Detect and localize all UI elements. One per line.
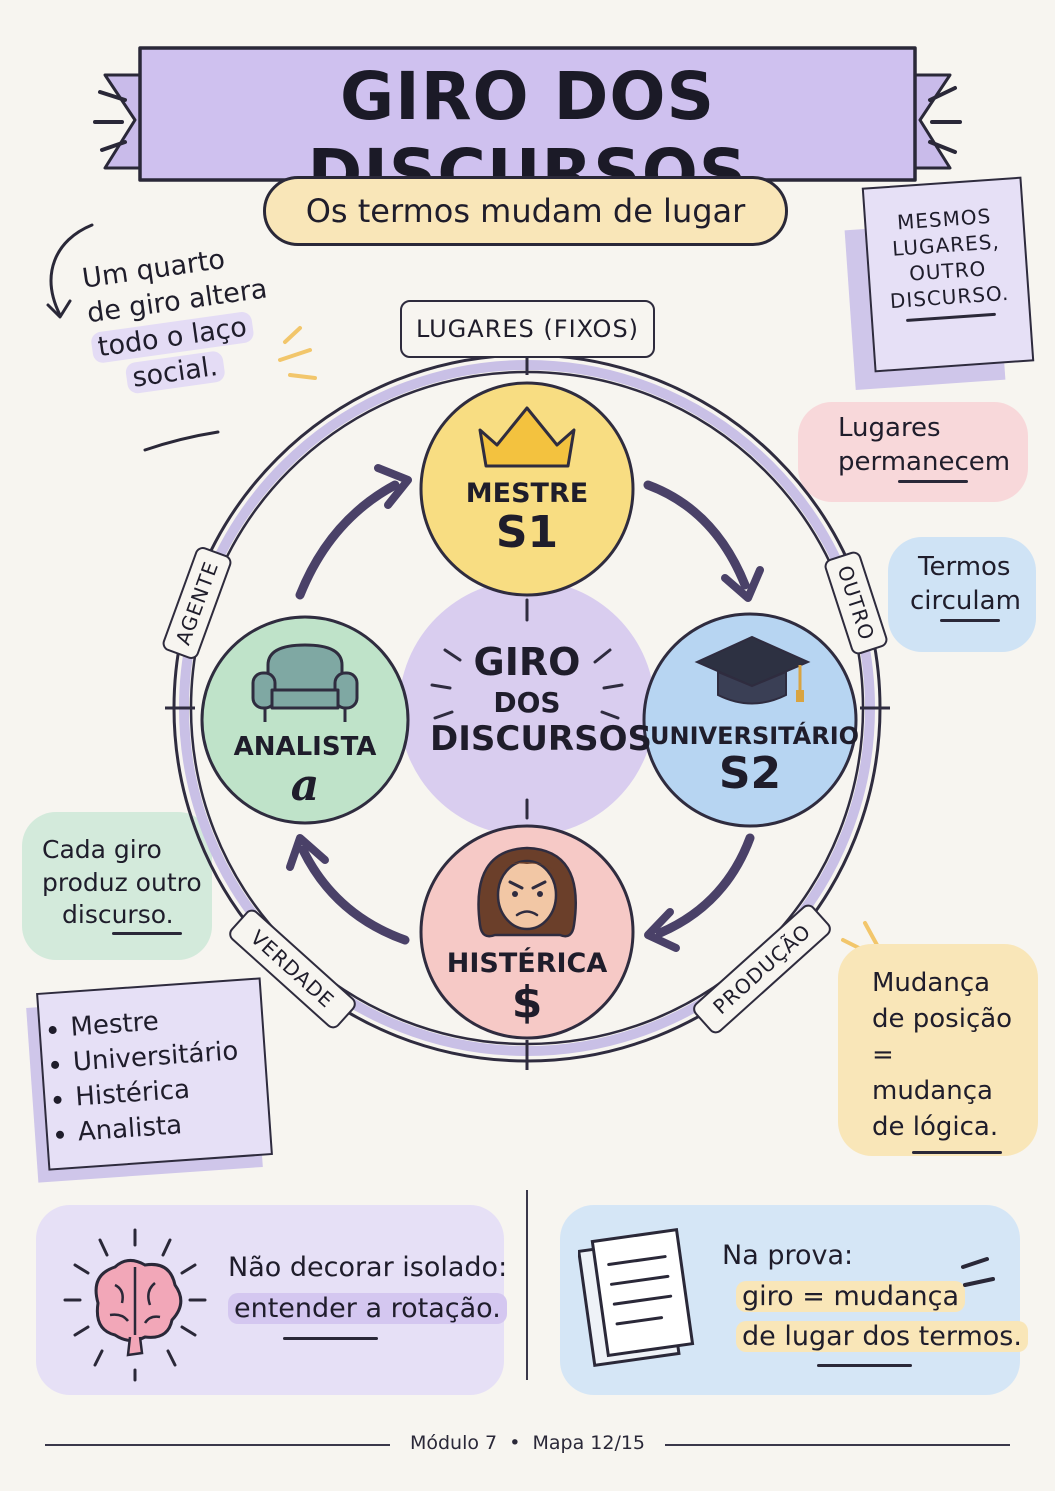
analyst-circle bbox=[200, 615, 410, 825]
document-icon bbox=[578, 1228, 695, 1367]
footer-line-right bbox=[665, 1444, 1010, 1446]
armchair-icon bbox=[251, 643, 359, 722]
spark-icon bbox=[961, 1257, 995, 1287]
tip-rotation-text: Não decorar isolado: entender a rotação. bbox=[228, 1248, 507, 1340]
discourse-wheel bbox=[165, 345, 890, 1070]
node-analyst: ANALISTA a bbox=[233, 732, 377, 811]
node-university: UNIVERSITÁRIO S2 bbox=[650, 722, 860, 799]
curved-arrow-icon bbox=[46, 223, 94, 319]
note-places-remain: Lugares permanecem bbox=[798, 402, 1028, 502]
center-label: GIRO DOS DISCURSOS bbox=[430, 640, 652, 760]
note-position-change: Mudança de posição = mudança de lógica. bbox=[838, 944, 1038, 1156]
spark-icon bbox=[143, 326, 317, 452]
brain-icon bbox=[63, 1228, 207, 1382]
footer-module: Módulo 7 • Mapa 12/15 bbox=[409, 1432, 646, 1454]
node-master: MESTRE S1 bbox=[465, 478, 589, 558]
footer-line-left bbox=[45, 1444, 390, 1446]
center-circle bbox=[399, 580, 655, 836]
node-hysteric: HISTÉRICA $ bbox=[446, 948, 608, 1028]
note-terms-circulate: Termos circulam bbox=[888, 537, 1036, 652]
note-each-turn: Cada giro produz outro discurso. bbox=[22, 812, 212, 960]
places-fixed-tag: LUGARES (FIXOS) bbox=[400, 300, 655, 358]
crown-icon bbox=[478, 406, 576, 468]
master-circle bbox=[419, 381, 635, 597]
graduation-cap-icon bbox=[694, 635, 811, 705]
title-banner bbox=[93, 46, 962, 182]
page-title: GIRO DOS DISCURSOS bbox=[307, 58, 748, 212]
tip-exam-text: Na prova: giro = mudança de lugar dos te… bbox=[722, 1236, 1028, 1367]
bottom-divider bbox=[526, 1190, 528, 1380]
university-circle bbox=[642, 612, 858, 828]
angry-face-icon bbox=[477, 846, 577, 938]
subtitle-pill: Os termos mudam de lugar bbox=[263, 176, 788, 246]
